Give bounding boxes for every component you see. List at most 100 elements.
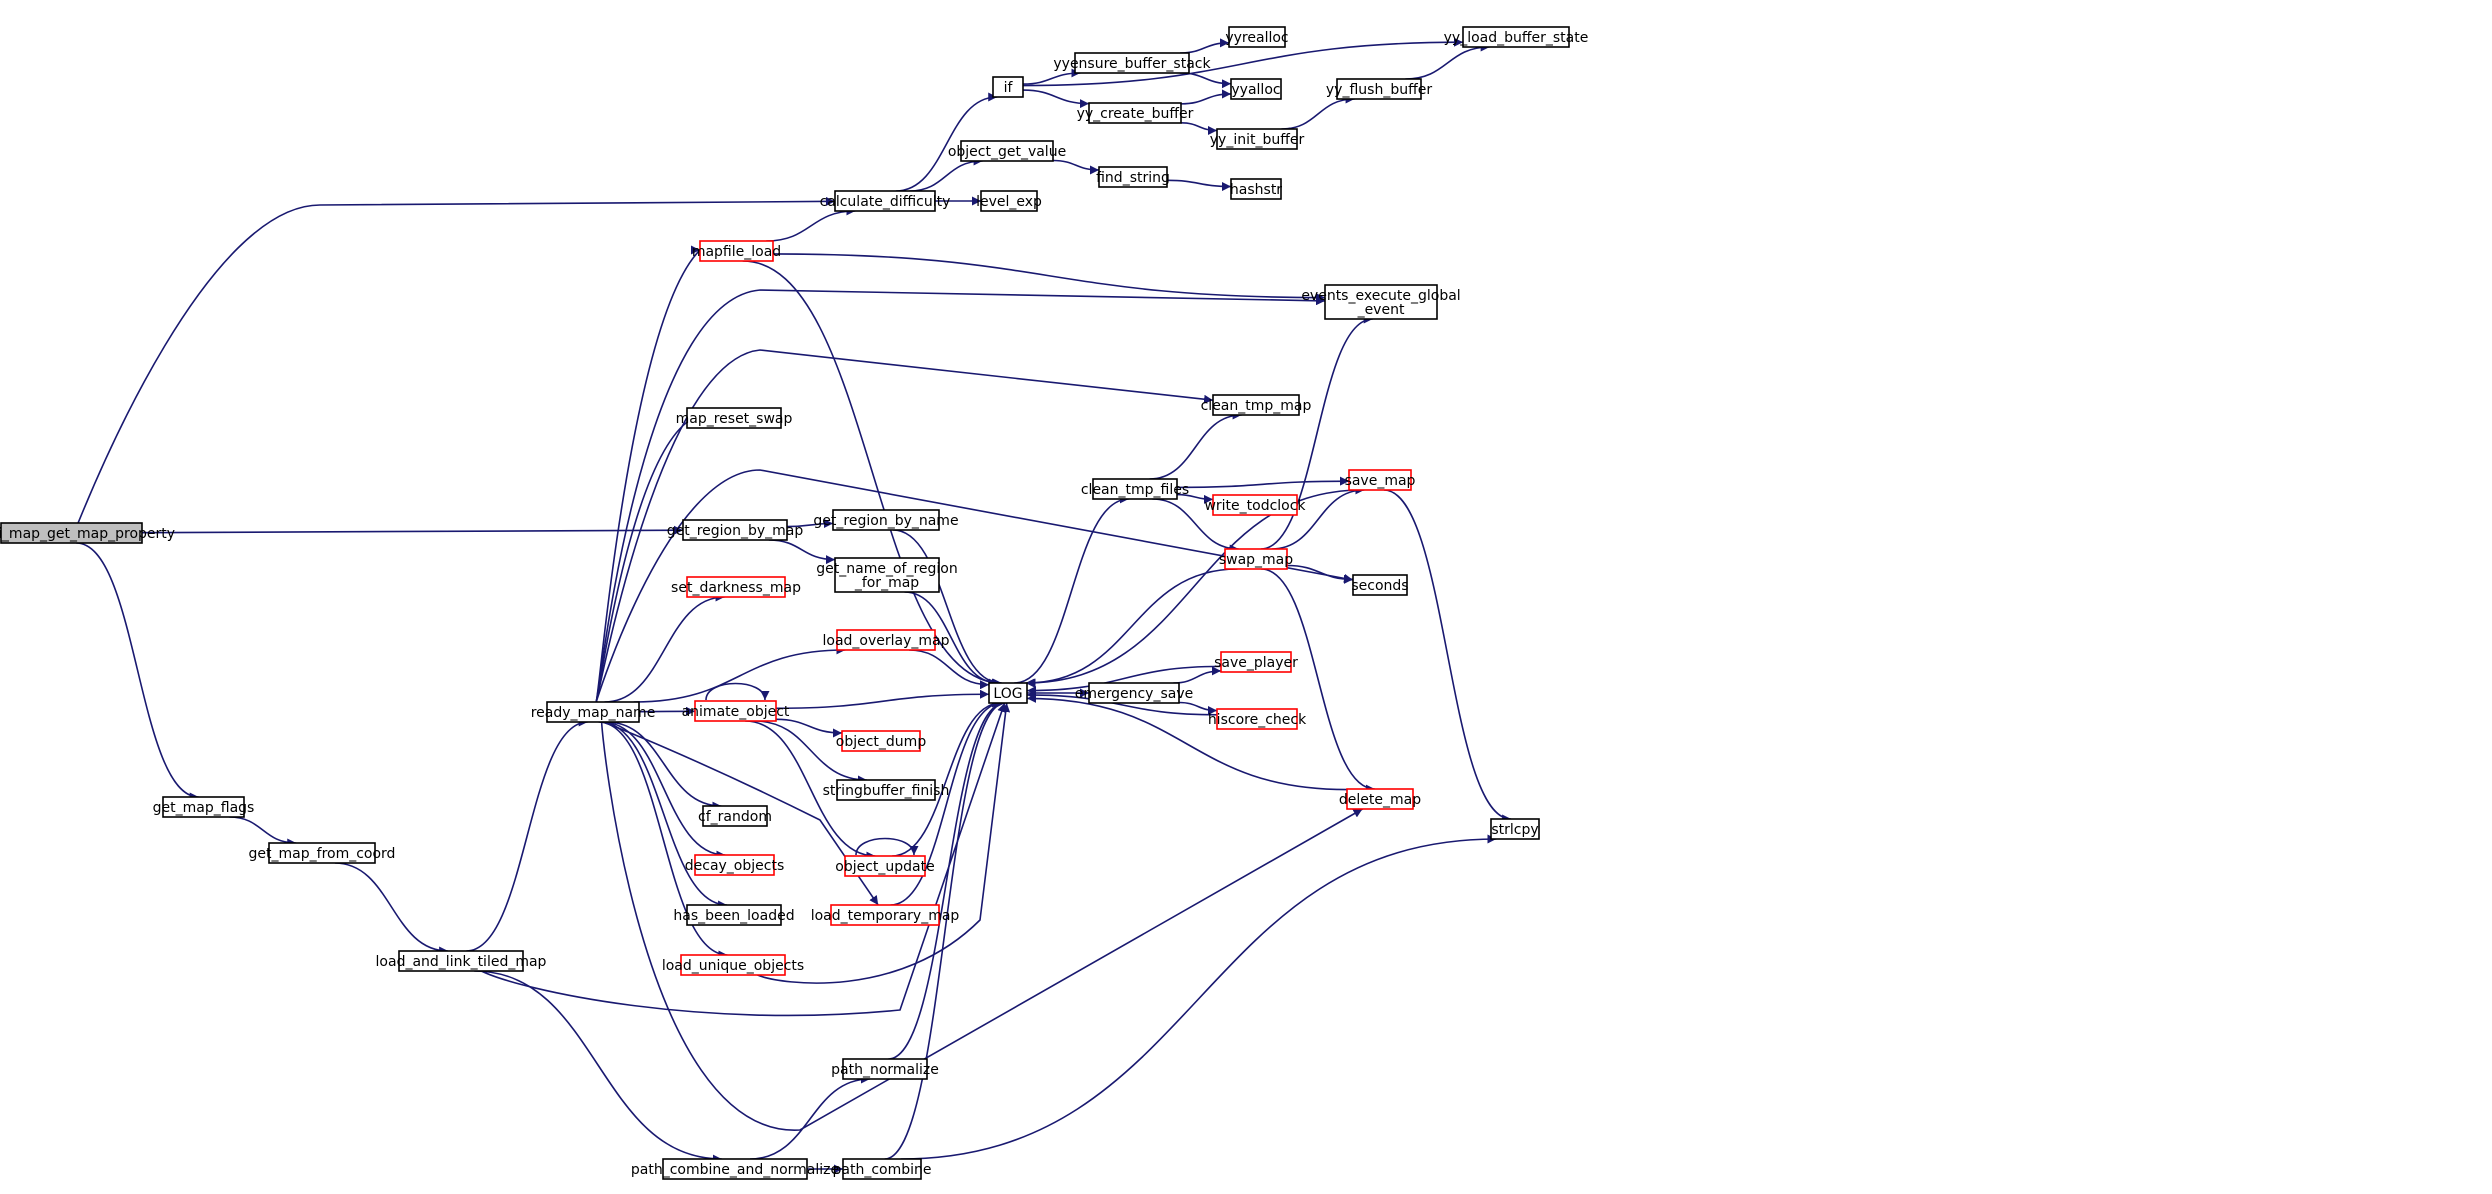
edge-mapfile_load-to-events_execute_global_event (772, 253, 1326, 303)
node-box (834, 190, 936, 212)
edge-get_region_by_name-to-LOG (893, 529, 1001, 688)
node-label: get_region_by_map (667, 523, 804, 539)
edge-ready_map_name-to-load_overlay_map (633, 645, 846, 703)
node-box (841, 730, 921, 752)
edge-animate_object-to-LOG (775, 689, 990, 710)
node-cfapi_map_get_map_property[interactable]: cfapi_map_get_map_property (0, 522, 175, 544)
edge-mapfile_load-to-calculate_difficulty (766, 206, 856, 242)
node-box (832, 509, 940, 531)
node-label: yyensure_buffer_stack (1053, 56, 1211, 72)
node-set_darkness_map[interactable]: set_darkness_map (671, 576, 801, 598)
node-object_dump[interactable]: object_dump (836, 730, 927, 752)
node-label: load_unique_objects (662, 958, 804, 974)
node-box (1212, 394, 1300, 416)
edge-yy_flush_buffer-to-yy_load_buffer_state (1405, 42, 1490, 80)
edge-ready_map_name-to-has_been_loaded (599, 721, 728, 910)
node-get_map_from_coord[interactable]: get_map_from_coord (249, 842, 396, 864)
node-calculate_difficulty[interactable]: calculate_difficulty (820, 190, 951, 212)
node-box (702, 805, 768, 827)
node-clean_tmp_map[interactable]: clean_tmp_map (1201, 394, 1312, 416)
edge-calculate_difficulty-to-if (895, 92, 998, 192)
node-clean_tmp_files[interactable]: clean_tmp_files (1081, 478, 1189, 500)
nodes-layer: cfapi_map_get_map_propertyget_map_flagsg… (0, 26, 1589, 1180)
node-box (268, 842, 376, 864)
node-label: yyrealloc (1225, 30, 1288, 46)
edge-path_normalize-to-LOG (888, 698, 1005, 1060)
node-animate_object[interactable]: animate_object (682, 700, 790, 722)
node-seconds[interactable]: seconds (1351, 574, 1409, 596)
node-delete_map[interactable]: delete_map (1339, 788, 1421, 810)
edge-animate_object-to-stringbuffer_finish (754, 720, 867, 785)
node-get_map_flags[interactable]: get_map_flags (153, 796, 255, 818)
node-label: if (1004, 80, 1014, 96)
node-box (842, 1158, 922, 1180)
edge-cfapi_map_get_map_property-to-get_region_by_map (141, 525, 684, 535)
node-load_unique_objects[interactable]: load_unique_objects (662, 954, 804, 976)
node-swap_map[interactable]: swap_map (1219, 548, 1293, 570)
node-box (398, 950, 524, 972)
node-box (162, 796, 245, 818)
edge-swap_map-to-delete_map (1261, 568, 1375, 794)
edge-clean_tmp_files-to-save_map (1176, 476, 1350, 489)
node-label: mapfile_load (692, 244, 781, 260)
node-mapfile_load[interactable]: mapfile_load (692, 240, 781, 262)
node-has_been_loaded[interactable]: has_been_loaded (673, 904, 795, 926)
node-save_map[interactable]: save_map (1345, 469, 1416, 491)
node-find_string[interactable]: find_string (1096, 166, 1170, 188)
node-label: save_player (1214, 655, 1298, 671)
node-label: path_combine_and_normalize (631, 1162, 839, 1178)
node-label: object_update (835, 859, 934, 875)
edge-save_map-to-strlcpy (1383, 489, 1512, 824)
node-get_region_by_map[interactable]: get_region_by_map (667, 519, 804, 541)
node-hiscore_check[interactable]: hiscore_check (1208, 708, 1307, 730)
edge-ready_map_name-to-set_darkness_map (604, 592, 725, 703)
node-load_temporary_map[interactable]: load_temporary_map (811, 904, 960, 926)
node-hashstr[interactable]: hashstr (1230, 178, 1282, 200)
node-strlcpy[interactable]: strlcpy (1490, 818, 1540, 840)
node-LOG[interactable]: LOG (988, 682, 1028, 704)
edge-path_combine-to-LOG (884, 698, 1006, 1160)
edge-cfapi_map_get_map_property-to-calculate_difficulty (77, 196, 836, 524)
node-box (1228, 26, 1286, 48)
node-yy_init_buffer[interactable]: yy_init_buffer (1210, 128, 1305, 150)
node-ready_map_name[interactable]: ready_map_name (531, 701, 656, 723)
node-yy_flush_buffer[interactable]: yy_flush_buffer (1326, 78, 1432, 100)
node-if[interactable]: if (992, 76, 1024, 98)
node-get_name_of_region_for_map[interactable]: get_name_of_region_for_map (816, 557, 958, 593)
node-label: path_normalize (831, 1062, 939, 1078)
node-yyensure_buffer_stack[interactable]: yyensure_buffer_stack (1053, 52, 1212, 74)
edge-get_name_of_region_for_map-to-LOG (904, 591, 998, 688)
node-write_todclock[interactable]: write_todclock (1204, 494, 1306, 516)
node-decay_objects[interactable]: decay_objects (685, 854, 785, 876)
node-level_exp[interactable]: level_exp (976, 190, 1042, 212)
edge-object_update-to-LOG (892, 698, 1001, 857)
node-label: calculate_difficulty (820, 194, 951, 210)
node-label: has_been_loaded (673, 908, 794, 924)
node-yy_load_buffer_state[interactable]: yy_load_buffer_state (1444, 26, 1589, 48)
edge-ready_map_name-to-cf_random (606, 721, 722, 811)
node-yyrealloc[interactable]: yyrealloc (1225, 26, 1289, 48)
node-path_combine_and_normalize[interactable]: path_combine_and_normalize (631, 1158, 839, 1180)
node-get_region_by_name[interactable]: get_region_by_name (813, 509, 959, 531)
node-path_normalize[interactable]: path_normalize (831, 1058, 939, 1080)
node-load_overlay_map[interactable]: load_overlay_map (823, 629, 950, 651)
node-stringbuffer_finish[interactable]: stringbuffer_finish (823, 779, 950, 801)
node-label: cf_random (698, 809, 772, 825)
edge-cfapi_map_get_map_property-to-get_map_flags (76, 542, 199, 802)
node-yyalloc[interactable]: yyalloc (1230, 78, 1282, 100)
edge-ready_map_name-to-seconds (595, 469, 1354, 703)
node-box (1074, 52, 1190, 74)
edge-ready_map_name-to-decay_objects (602, 721, 726, 860)
node-path_combine[interactable]: path_combine (833, 1158, 932, 1180)
node-map_reset_swap[interactable]: map_reset_swap (676, 407, 793, 429)
edge-save_map-to-LOG (1025, 489, 1363, 688)
node-load_and_link_tiled_map[interactable]: load_and_link_tiled_map (376, 950, 547, 972)
node-object_update[interactable]: object_update (835, 855, 935, 877)
node-emergency_save[interactable]: emergency_save (1075, 682, 1194, 704)
node-events_execute_global_event[interactable]: events_execute_global_event (1301, 284, 1461, 320)
node-cf_random[interactable]: cf_random (698, 805, 772, 827)
node-save_player[interactable]: save_player (1214, 651, 1298, 673)
node-yy_create_buffer[interactable]: yy_create_buffer (1077, 102, 1194, 124)
node-object_get_value[interactable]: object_get_value (948, 140, 1066, 162)
